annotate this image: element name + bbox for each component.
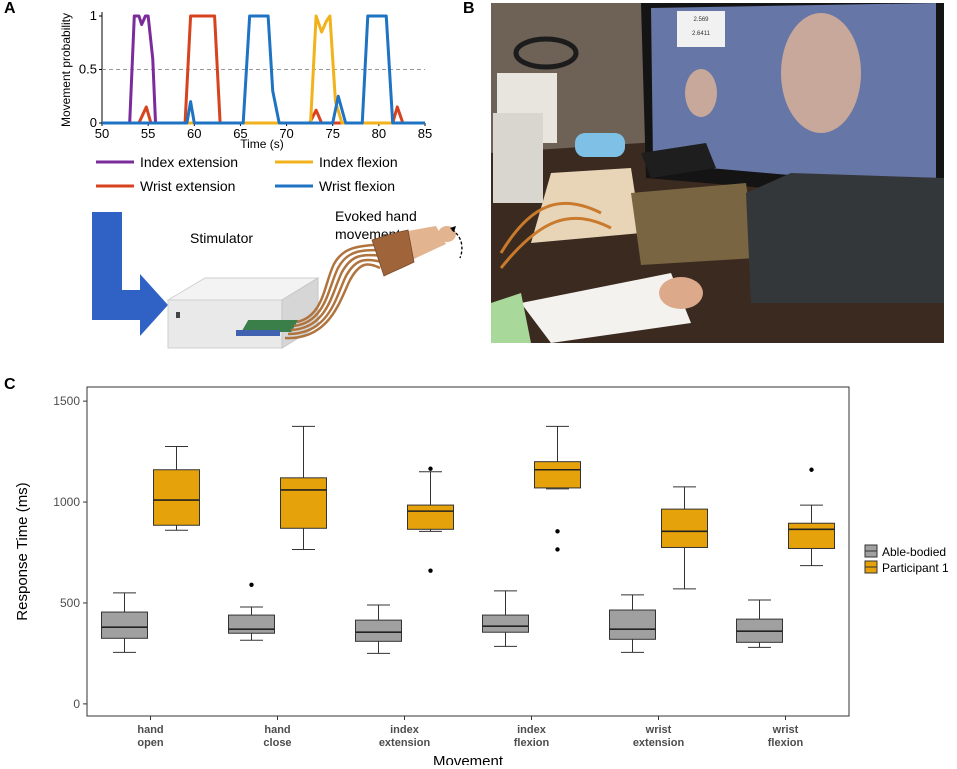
xtick-label: extension — [633, 737, 685, 749]
outlier-participant-1 — [809, 467, 814, 472]
xtick-label: flexion — [514, 737, 550, 749]
outlier-participant-1 — [555, 529, 560, 534]
panel-a-xlabel: Time (s) — [240, 137, 284, 151]
legend-label-participant-1: Participant 1 — [882, 561, 949, 575]
panel-b-photo: 2.569 2.6411 — [491, 3, 944, 343]
ytick-label: 1000 — [53, 495, 80, 509]
box-able-bodied — [228, 614, 275, 634]
panel-a: 0 0.5 1 50 55 60 65 70 75 80 85 Movement probabili… — [59, 8, 463, 349]
ytick-label: 0 — [73, 697, 80, 711]
xtick-label: index — [390, 724, 420, 736]
screen-value-1: 2.569 — [693, 17, 709, 23]
xtick-label: wrist — [645, 724, 672, 736]
blue-foam-icon — [575, 133, 625, 157]
xtick-label: index — [517, 724, 547, 736]
panel-a-ytick-label: 0.5 — [79, 62, 97, 77]
box-participant-1 — [534, 461, 581, 489]
box-participant-1 — [280, 477, 327, 529]
electrode-cables-icon — [284, 242, 389, 340]
box-able-bodied — [101, 611, 148, 639]
legend-label-wrist-extension: Wrist extension — [140, 178, 235, 194]
xtick-label: extension — [379, 737, 431, 749]
x-axis-label: Movement — [433, 753, 504, 765]
panel-a-xtick-label: 60 — [187, 126, 201, 141]
xtick-label: flexion — [768, 737, 804, 749]
movement-arrow-icon — [451, 229, 463, 259]
ribbon-cable-2-icon — [499, 216, 612, 269]
panel-a-xtick-label: 55 — [141, 126, 155, 141]
box-able-bodied — [355, 619, 402, 642]
forearm-sleeve-icon — [371, 226, 456, 277]
panel-a-xtick-label: 85 — [418, 126, 432, 141]
legend-label-able-bodied: Able-bodied — [882, 545, 946, 559]
movement-arrowhead-icon — [450, 226, 456, 232]
ytick-label: 500 — [60, 596, 80, 610]
box-participant-1 — [153, 469, 200, 526]
legend-label-index-extension: Index extension — [140, 154, 238, 170]
stimulator-label: Stimulator — [190, 230, 253, 246]
screen-value-2: 2.6411 — [692, 31, 711, 37]
equipment-tower-icon — [493, 113, 543, 203]
notebook-icon — [641, 143, 716, 178]
series-line-index-flexion — [102, 14, 425, 125]
arm-sleeve-icon — [521, 273, 691, 343]
panel-letter-b: B — [463, 0, 475, 17]
participant-hand-icon — [659, 277, 703, 309]
xtick-label: hand — [264, 724, 290, 736]
panel-a-legend: Index extension Index flexion Wrist exte… — [96, 154, 398, 194]
y-axis-label: Response Time (ms) — [14, 482, 31, 620]
screen-info-box — [677, 11, 725, 47]
ytick-label: 1500 — [53, 394, 80, 408]
legend-label-index-flexion: Index flexion — [319, 154, 398, 170]
movement-probability-plot: 0 0.5 1 50 55 60 65 70 75 80 85 — [79, 8, 432, 141]
box-able-bodied — [482, 614, 529, 633]
panel-letter-c: C — [4, 376, 16, 393]
series-line-wrist-flexion — [102, 14, 425, 125]
outlier-participant-1 — [555, 547, 560, 552]
virtual-hand-large-icon — [781, 13, 861, 133]
box-able-bodied — [609, 609, 656, 640]
flow-arrow-icon — [92, 212, 168, 336]
outlier-participant-1 — [428, 568, 433, 573]
panel-a-xtick-label: 65 — [233, 126, 247, 141]
brown-wallet-icon — [631, 183, 756, 265]
legend-label-wrist-flexion: Wrist flexion — [319, 178, 395, 194]
dark-cloth-icon — [746, 173, 944, 303]
box-participant-1 — [407, 504, 454, 530]
xtick-label: wrist — [772, 724, 799, 736]
panel-a-xtick-label: 80 — [372, 126, 386, 141]
xtick-label: hand — [137, 724, 163, 736]
xtick-label: open — [137, 737, 164, 749]
plot-panel-border — [86, 386, 850, 717]
green-cushion-icon — [491, 293, 531, 343]
panel-a-xtick-label: 75 — [325, 126, 339, 141]
box-participant-1 — [661, 508, 708, 548]
ribbon-cable-icon — [499, 201, 602, 254]
panel-a-ytick-label: 0 — [90, 115, 97, 130]
coiled-cable-icon — [513, 36, 579, 70]
outlier-participant-1 — [428, 466, 433, 471]
panel-a-ylabel: Movement probability — [59, 13, 73, 127]
outlier-able-bodied — [249, 582, 254, 588]
virtual-hand-small-icon — [685, 69, 717, 117]
panel-a-xtick-label: 50 — [95, 126, 109, 141]
box-participant-1 — [788, 522, 835, 549]
xtick-label: close — [263, 737, 291, 749]
evoked-label-line1: Evoked hand — [335, 208, 417, 224]
panel-a-ytick-label: 1 — [90, 8, 97, 23]
panel-letter-a: A — [4, 0, 16, 17]
panel-a-xtick-label: 70 — [279, 126, 293, 141]
